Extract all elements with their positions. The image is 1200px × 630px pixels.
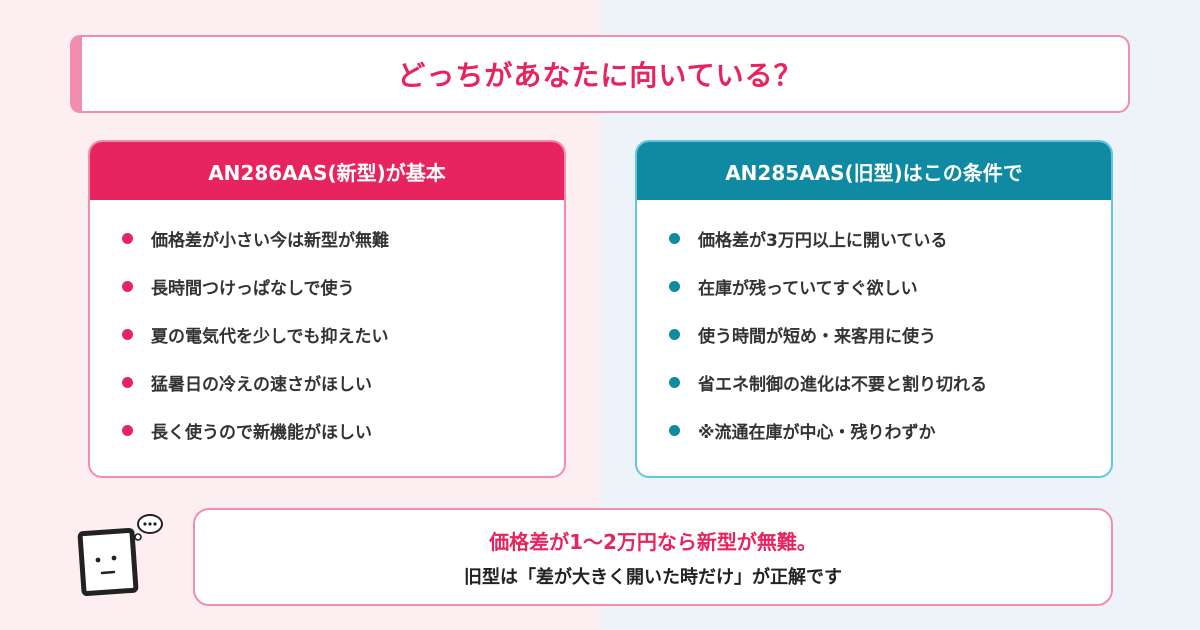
bullet-dot-icon	[669, 328, 680, 340]
list-item: 在庫が残っていてすぐ欲しい	[669, 262, 1111, 310]
bullet-dot-icon	[122, 232, 133, 244]
list-item-text: 在庫が残っていてすぐ欲しい	[698, 278, 918, 299]
new-model-card: AN286AAS(新型)が基本 価格差が小さい今は新型が無難 長時間つけっぱなし…	[88, 140, 566, 478]
list-item: 省エネ制御の進化は不要と割り切れる	[669, 358, 1111, 406]
list-item: 価格差が小さい今は新型が無難	[122, 214, 564, 262]
bullet-dot-icon	[669, 376, 680, 388]
bullet-dot-icon	[669, 232, 680, 244]
page-title: どっちがあなたに向いている？	[397, 59, 803, 92]
old-model-card-header: AN285AAS(旧型)はこの条件で	[637, 142, 1111, 200]
list-item-text: 長く使うので新機能がほしい	[151, 422, 372, 443]
bullet-dot-icon	[122, 424, 133, 436]
new-model-list: 価格差が小さい今は新型が無難 長時間つけっぱなしで使う 夏の電気代を少しでも抑え…	[90, 200, 564, 454]
title-accent-bar	[70, 35, 82, 113]
conclusion-box: 価格差が1〜2万円なら新型が無難。 旧型は「差が大きく開いた時だけ」が正解です	[193, 508, 1113, 606]
list-item-text: 価格差が3万円以上に開いている	[698, 230, 948, 251]
bullet-dot-icon	[669, 280, 680, 292]
bullet-dot-icon	[669, 424, 680, 436]
list-item: 長時間つけっぱなしで使う	[122, 262, 564, 310]
old-model-card: AN285AAS(旧型)はこの条件で 価格差が3万円以上に開いている 在庫が残っ…	[635, 140, 1113, 478]
list-item: 夏の電気代を少しでも抑えたい	[122, 310, 564, 358]
list-item: 長く使うので新機能がほしい	[122, 406, 564, 454]
list-item-text: 長時間つけっぱなしで使う	[151, 278, 355, 299]
conclusion-headline: 価格差が1〜2万円なら新型が無難。	[489, 529, 817, 554]
list-item-text: 使う時間が短め・来客用に使う	[698, 326, 936, 347]
list-item-text: 夏の電気代を少しでも抑えたい	[151, 326, 389, 347]
thinking-character-icon	[77, 514, 163, 597]
old-model-list: 価格差が3万円以上に開いている 在庫が残っていてすぐ欲しい 使う時間が短め・来客…	[637, 200, 1111, 454]
list-item: 使う時間が短め・来客用に使う	[669, 310, 1111, 358]
title-box: どっちがあなたに向いている？	[70, 35, 1130, 113]
new-model-card-header: AN286AAS(新型)が基本	[90, 142, 564, 200]
bullet-dot-icon	[122, 328, 133, 340]
thought-bubble-icon	[134, 514, 163, 541]
list-item-text: ※流通在庫が中心・残りわずか	[698, 422, 936, 443]
list-item: ※流通在庫が中心・残りわずか	[669, 406, 1111, 454]
bullet-dot-icon	[122, 376, 133, 388]
list-item-text: 猛暑日の冷えの速さがほしい	[151, 374, 372, 395]
list-item-text: 省エネ制御の進化は不要と割り切れる	[698, 374, 987, 395]
list-item: 価格差が3万円以上に開いている	[669, 214, 1111, 262]
bullet-dot-icon	[122, 280, 133, 292]
list-item-text: 価格差が小さい今は新型が無難	[151, 230, 389, 251]
list-item: 猛暑日の冷えの速さがほしい	[122, 358, 564, 406]
conclusion-subline: 旧型は「差が大きく開いた時だけ」が正解です	[464, 566, 842, 588]
